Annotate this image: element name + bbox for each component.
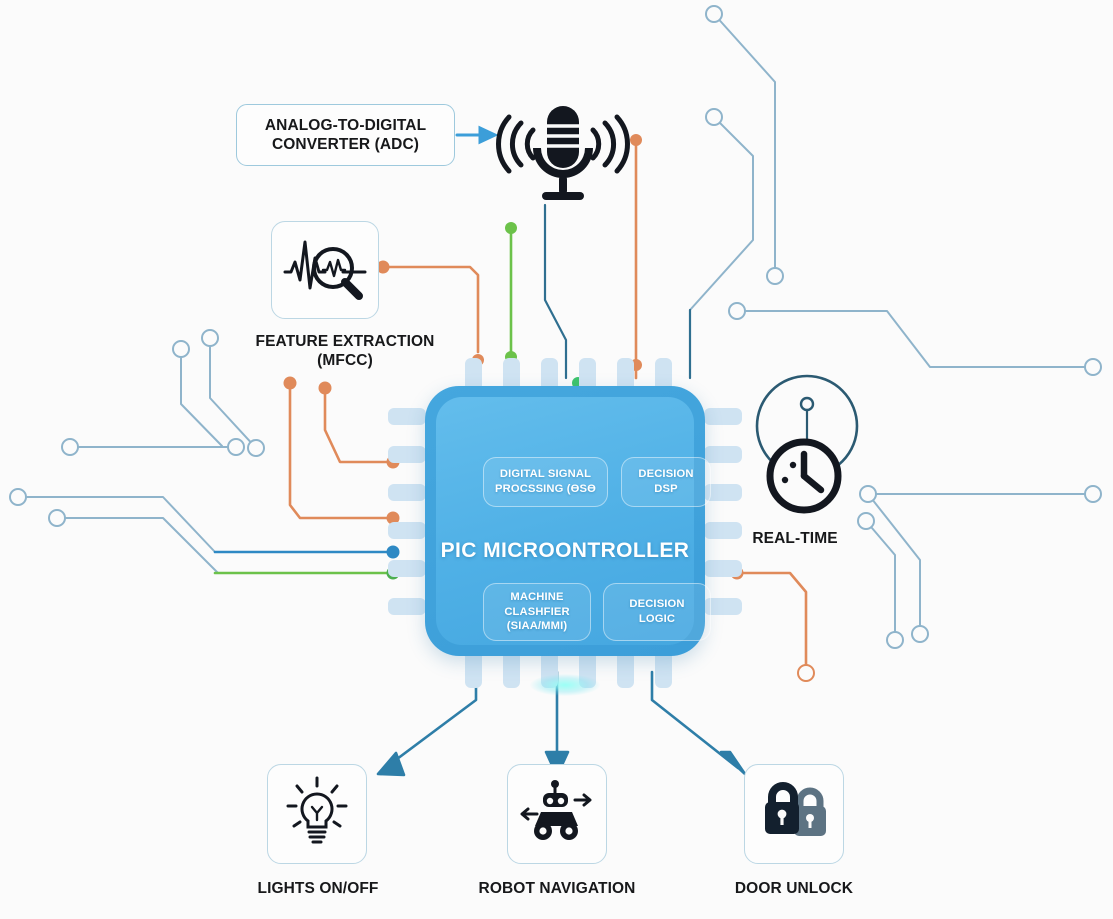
real-time-label: REAL-TIME <box>752 530 838 547</box>
microphone-icon <box>489 96 637 214</box>
lightbulb-icon <box>279 774 355 855</box>
chip-pin-left <box>388 484 426 501</box>
chip-title: PIC MICROONTROLLER <box>440 539 690 562</box>
output-card-robot[interactable] <box>507 764 607 864</box>
chip-die: DIGITAL SIGNAL PROCSSING (ƟSƟ DECISION D… <box>436 397 711 645</box>
chip-block-decision-logic[interactable]: DECISION LOGIC <box>603 583 711 641</box>
output-card-door[interactable] <box>744 764 844 864</box>
chip-block-decision-dsp[interactable]: DECISION DSP <box>621 457 711 507</box>
adc-label: ANALOG-TO-DIGITAL CONVERTER (ADC) <box>264 116 427 153</box>
chip-pin-bottom <box>617 650 634 688</box>
chip-pin-bottom <box>465 650 482 688</box>
chip-block-machine-classifier[interactable]: MACHINE CLASHFIER (SIAA/MMI) <box>483 583 591 641</box>
chip-pin-bottom <box>655 650 672 688</box>
stopwatch-icon <box>745 368 869 528</box>
chip-pin-right <box>704 484 742 501</box>
padlock-icon <box>754 776 834 853</box>
chip-pin-left <box>388 598 426 615</box>
chip-pin-bottom <box>503 650 520 688</box>
adc-box[interactable]: ANALOG-TO-DIGITAL CONVERTER (ADC) <box>236 104 455 166</box>
pic-microcontroller-chip[interactable]: DIGITAL SIGNAL PROCSSING (ƟSƟ DECISION D… <box>388 358 742 696</box>
output-card-lights[interactable] <box>267 764 367 864</box>
chip-body: DIGITAL SIGNAL PROCSSING (ƟSƟ DECISION D… <box>425 386 711 696</box>
chip-pin-left <box>388 408 426 425</box>
chip-glow-bottom <box>530 674 600 696</box>
output-label-robot: ROBOT NAVIGATION <box>478 880 636 897</box>
chip-block-dsp[interactable]: DIGITAL SIGNAL PROCSSING (ƟSƟ <box>483 457 608 507</box>
output-label-lights: LIGHTS ON/OFF <box>257 880 379 897</box>
output-label-door: DOOR UNLOCK <box>734 880 854 897</box>
chip-pin-left <box>388 522 426 539</box>
chip-pin-right <box>704 408 742 425</box>
chip-pin-left <box>388 560 426 577</box>
chip-pin-right <box>704 522 742 539</box>
robot-icon <box>517 776 597 853</box>
feature-extraction-card[interactable] <box>271 221 379 319</box>
chip-pin-left <box>388 446 426 463</box>
feature-extraction-label: FEATURE EXTRACTION (MFCC) <box>255 333 435 369</box>
waveform-magnifier-icon <box>281 232 369 309</box>
chip-pin-right <box>704 598 742 615</box>
chip-pin-right <box>704 560 742 577</box>
chip-pin-right <box>704 446 742 463</box>
